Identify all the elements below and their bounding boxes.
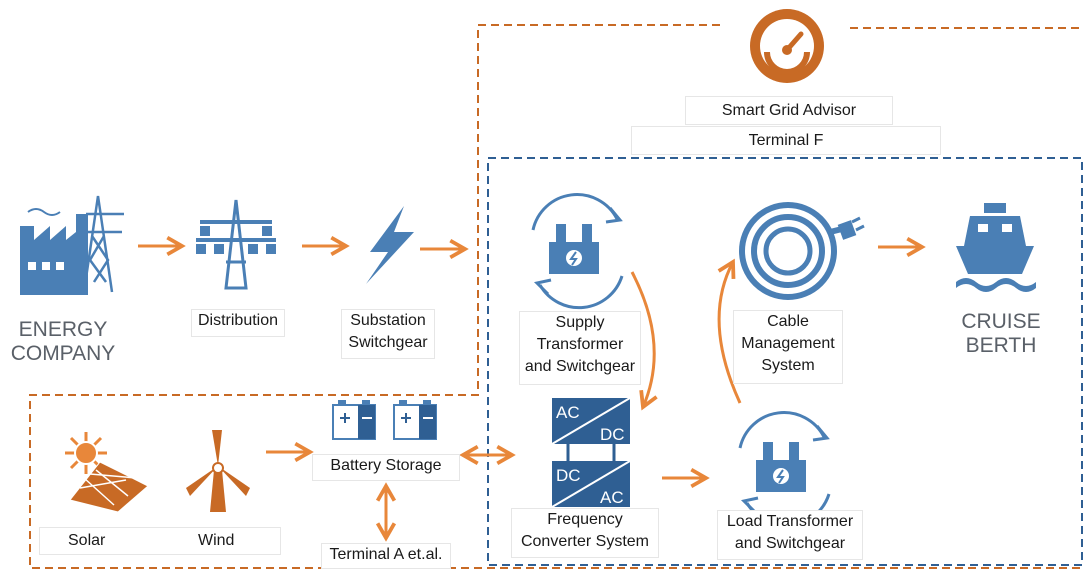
- energy-company-line: COMPANY: [10, 342, 116, 365]
- load-transformer-line: Load Transformer: [726, 513, 854, 530]
- converter-dc-label: DC: [556, 466, 581, 485]
- solar-panel-icon: [65, 432, 149, 513]
- cable-management-label: Cable Management System: [734, 311, 842, 383]
- arrow-load-to-cable: [717, 258, 742, 404]
- battery-storage-label: Battery Storage: [313, 455, 459, 480]
- transformer-cycle-icon: [531, 193, 624, 310]
- ac-dc-converter-icon: AC DC: [551, 397, 631, 445]
- battery-icon: [332, 400, 376, 440]
- battery-icon: [393, 400, 437, 440]
- smart-grid-advisor-label: Smart Grid Advisor: [686, 97, 892, 124]
- converter-ac-label: AC: [556, 403, 580, 422]
- ac-dc-converter-icon: DC AC: [551, 460, 631, 508]
- converter-dc-label: DC: [600, 425, 625, 444]
- supply-transformer-line: and Switchgear: [524, 358, 636, 375]
- terminal-f-boundary: [29, 24, 1082, 569]
- frequency-converter-line: Converter System: [520, 533, 650, 550]
- substation-line: Switchgear: [348, 334, 428, 351]
- cable-management-line: Cable: [767, 313, 809, 330]
- cable-management-line: System: [761, 357, 815, 374]
- cruise-berth-zone-boundary: [487, 157, 1083, 566]
- cable-reel-icon: [739, 202, 865, 300]
- frequency-converter-line: Frequency: [547, 511, 623, 528]
- frequency-converter-label: Frequency Converter System: [512, 509, 658, 557]
- load-transformer-line: and Switchgear: [734, 535, 846, 552]
- ship-icon: [956, 203, 1036, 292]
- distribution-pylon-icon: [196, 199, 276, 290]
- wind-label: Wind: [198, 532, 235, 549]
- supply-transformer-line: Transformer: [536, 336, 624, 353]
- substation-line: Substation: [350, 312, 426, 329]
- terminal-a-label: Terminal A et.al.: [322, 544, 450, 568]
- smart-gauge-icon: [750, 9, 824, 83]
- cable-management-line: Management: [741, 335, 835, 352]
- terminal-f-label: Terminal F: [632, 127, 940, 154]
- factory-tower-icon: [20, 195, 124, 295]
- renewables-label-box: Solar Wind: [40, 528, 280, 554]
- converter-ac-label: AC: [600, 488, 624, 507]
- solar-label: Solar: [68, 532, 106, 549]
- cruise-berth-label: CRUISE BERTH: [944, 310, 1058, 358]
- cruise-berth-line: BERTH: [965, 334, 1037, 357]
- energy-company-label: ENERGY COMPANY: [0, 318, 126, 366]
- wind-turbine-icon: [186, 430, 250, 512]
- substation-label: Substation Switchgear: [342, 310, 434, 358]
- arrow-supply-to-converter: [630, 271, 658, 411]
- lightning-icon: [366, 206, 414, 284]
- supply-transformer-line: Supply: [555, 314, 605, 331]
- load-transformer-label: Load Transformer and Switchgear: [718, 511, 862, 559]
- transformer-cycle-icon: [738, 411, 831, 528]
- cruise-berth-line: CRUISE: [961, 310, 1041, 333]
- energy-company-line: ENERGY: [18, 318, 108, 341]
- distribution-label: Distribution: [192, 310, 284, 336]
- supply-transformer-label: Supply Transformer and Switchgear: [520, 312, 640, 384]
